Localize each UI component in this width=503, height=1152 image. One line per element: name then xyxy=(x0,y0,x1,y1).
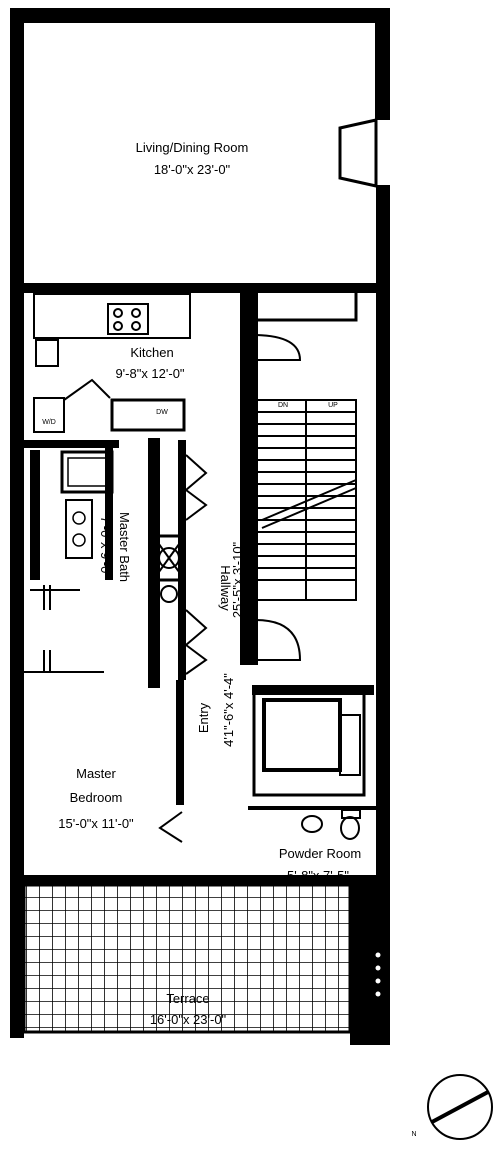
master-bath-area xyxy=(24,445,114,673)
washer-dryer-label: W/D xyxy=(42,419,56,426)
dishwasher-label: DW xyxy=(156,409,168,416)
stair-up-label: UP xyxy=(328,402,338,409)
terrace-label: Terrace xyxy=(166,991,209,1006)
bedroom-door xyxy=(158,680,184,843)
stair-dn-label: DN xyxy=(278,402,288,409)
master-bath-label: Master Bath xyxy=(117,512,132,582)
compass-icon xyxy=(427,1074,493,1140)
master-bedroom-label-1: Master xyxy=(76,766,116,781)
kitchen-area xyxy=(24,293,191,448)
living-room-label: Living/Dining Room xyxy=(136,140,249,155)
kitchen-size: 9'-8"x 12'-0" xyxy=(115,366,184,381)
terrace-floor xyxy=(22,883,352,1034)
terrace-size: 16'-0"x 23'-0" xyxy=(150,1012,227,1027)
living-room-size: 18'-0"x 23'-0" xyxy=(154,162,231,177)
hallway-size: 25'-5"x 3'-10" xyxy=(230,541,245,618)
fireplace xyxy=(338,118,378,188)
compass-north-label: N xyxy=(411,1131,416,1138)
master-bath-size: 7'-0"x 9'-0" xyxy=(98,516,113,578)
master-bedroom-size: 15'-0"x 11'-0" xyxy=(58,816,134,831)
powder-room-area xyxy=(248,685,376,840)
hallway-label: Hallway xyxy=(218,565,233,611)
entry-label: Entry xyxy=(196,702,211,733)
entry-size: 4'1"-6"x 4'-4" xyxy=(221,673,236,747)
powder-room-label: Powder Room xyxy=(279,846,361,861)
kitchen-label: Kitchen xyxy=(130,345,173,360)
terrace-dots xyxy=(375,952,381,997)
hallway-closets xyxy=(148,438,208,688)
master-bedroom-label-2: Bedroom xyxy=(70,790,123,805)
powder-room-size: 5'-8"x 7'-5" xyxy=(287,868,349,883)
staircase xyxy=(240,285,358,665)
exterior-walls xyxy=(10,8,390,1045)
